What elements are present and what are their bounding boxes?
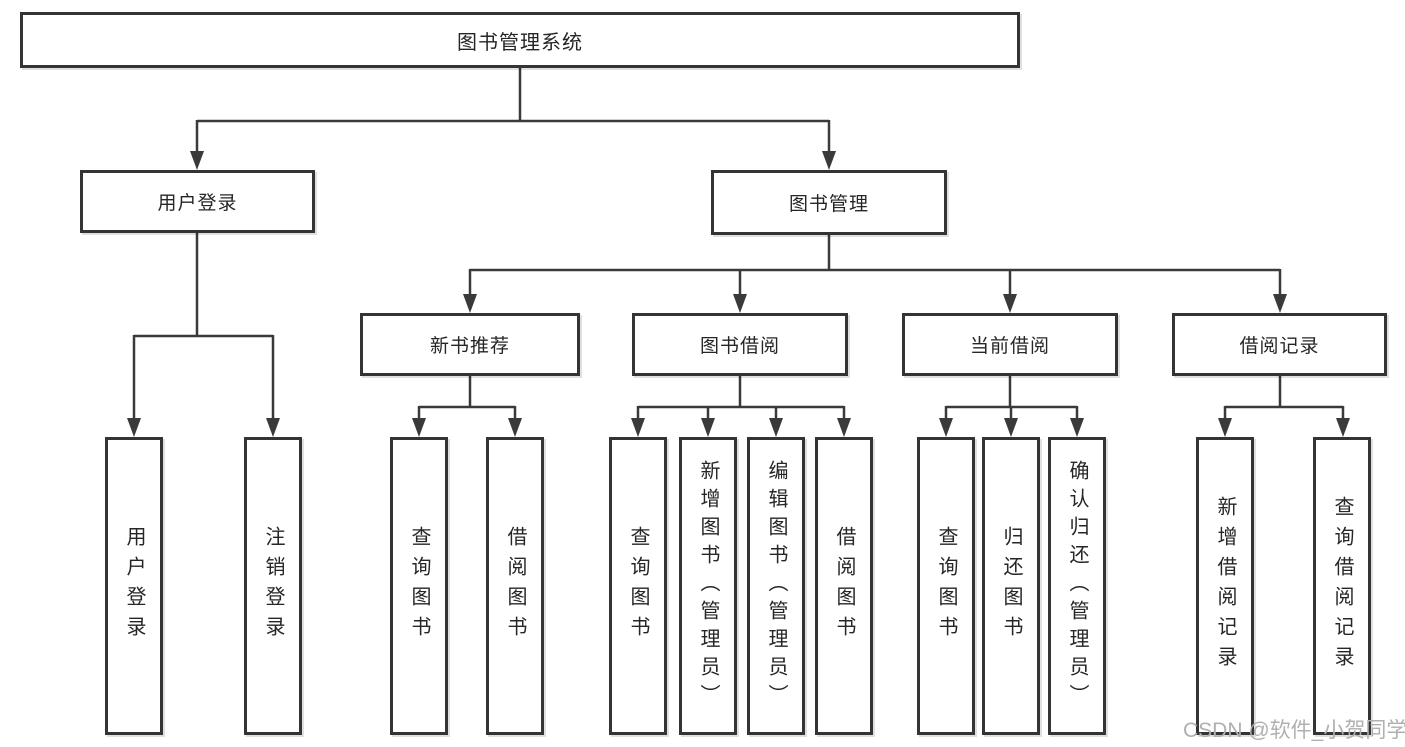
node-user-login-label: 用户登录 (157, 193, 238, 214)
leaf-borrow-book-label: 借阅图书 (833, 526, 855, 646)
leaf-query-book-borrow-label: 查询图书 (627, 526, 649, 646)
leaf-logout-label: 注销登录 (262, 526, 284, 646)
leaf-borrow-book: 借阅图书 (815, 437, 873, 735)
leaf-borrow-book-recommend: 借阅图书 (486, 437, 544, 735)
node-book-borrow: 图书借阅 (632, 313, 848, 376)
leaf-query-book-recommend-label: 查询图书 (408, 526, 430, 646)
leaf-user-login-label: 用户登录 (123, 526, 145, 646)
node-book-borrow-label: 图书借阅 (699, 336, 780, 357)
leaf-query-borrow-record: 查询借阅记录 (1313, 437, 1371, 735)
node-new-book-recommend: 新书推荐 (360, 313, 580, 376)
node-new-book-recommend-label: 新书推荐 (429, 336, 510, 357)
leaf-return-book: 归还图书 (982, 437, 1040, 735)
leaf-logout: 注销登录 (244, 437, 302, 735)
leaf-edit-book-admin-label: 编辑图书（管理员） (765, 460, 787, 712)
node-book-management-label: 图书管理 (788, 194, 869, 215)
node-current-borrow-label: 当前借阅 (969, 336, 1050, 357)
node-user-login: 用户登录 (80, 170, 315, 233)
leaf-query-book-recommend: 查询图书 (390, 437, 448, 735)
leaf-query-borrow-record-label: 查询借阅记录 (1331, 496, 1353, 676)
leaf-add-borrow-record-label: 新增借阅记录 (1214, 496, 1236, 676)
leaf-query-book-current-label: 查询图书 (935, 526, 957, 646)
node-borrow-record: 借阅记录 (1172, 313, 1387, 376)
leaf-add-borrow-record: 新增借阅记录 (1196, 437, 1254, 735)
leaf-add-book-admin: 新增图书（管理员） (679, 437, 737, 735)
leaf-user-login: 用户登录 (105, 437, 163, 735)
node-borrow-record-label: 借阅记录 (1239, 336, 1320, 357)
node-root: 图书管理系统 (20, 12, 1020, 68)
leaf-return-book-label: 归还图书 (1000, 526, 1022, 646)
leaf-query-book-borrow: 查询图书 (609, 437, 667, 735)
watermark: CSDN @软件_小贺同学 (1183, 719, 1405, 742)
leaf-borrow-book-recommend-label: 借阅图书 (504, 526, 526, 646)
leaf-confirm-return-admin: 确认归还（管理员） (1048, 437, 1106, 735)
node-book-management: 图书管理 (711, 170, 947, 235)
leaf-edit-book-admin: 编辑图书（管理员） (747, 437, 805, 735)
node-current-borrow: 当前借阅 (902, 313, 1118, 376)
leaf-confirm-return-admin-label: 确认归还（管理员） (1066, 460, 1088, 712)
leaf-add-book-admin-label: 新增图书（管理员） (697, 460, 719, 712)
leaf-query-book-current: 查询图书 (917, 437, 975, 735)
node-root-label: 图书管理系统 (457, 31, 583, 54)
